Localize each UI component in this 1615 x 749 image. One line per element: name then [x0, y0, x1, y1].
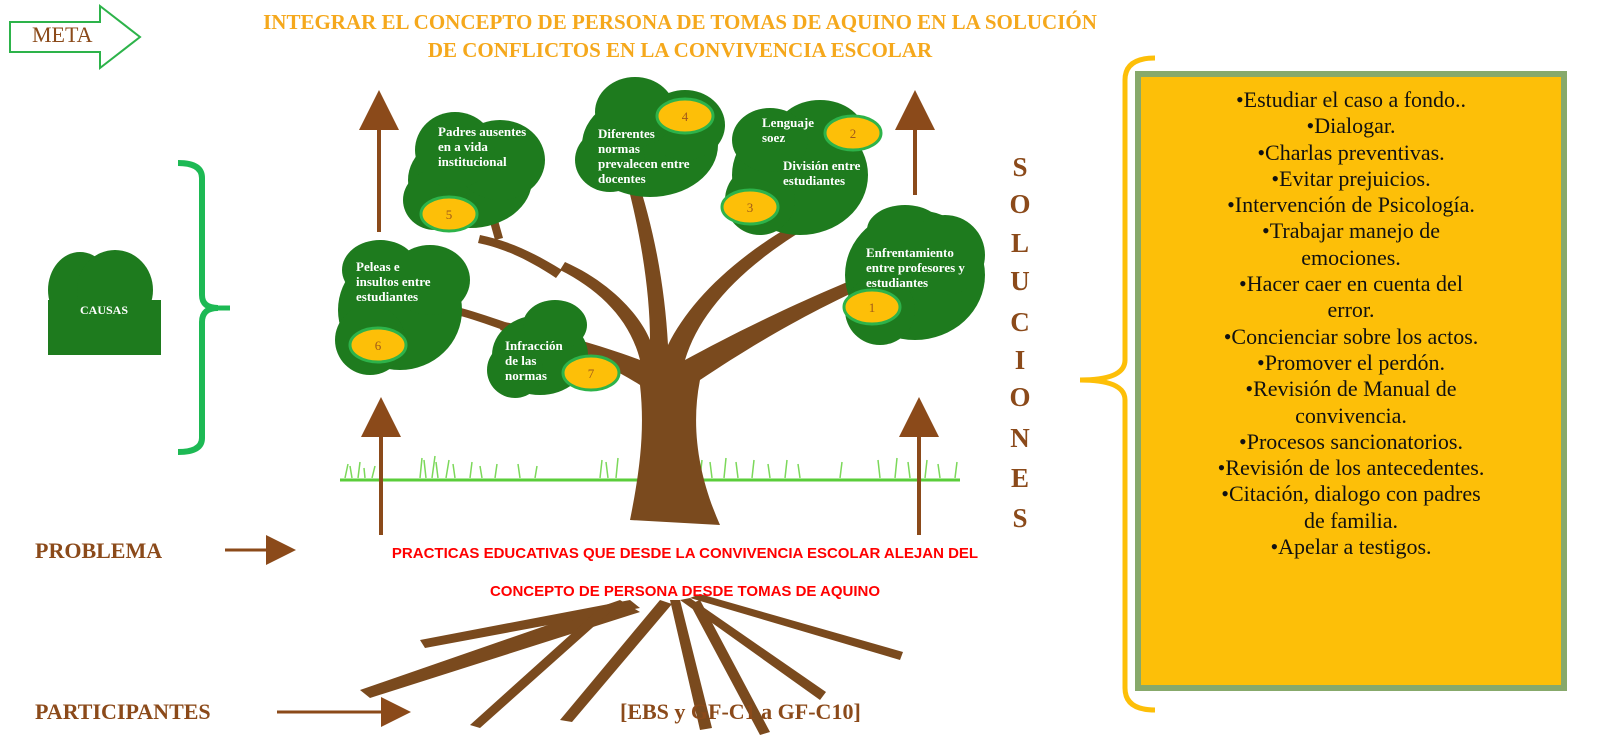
- badge-6-number: 6: [374, 338, 382, 353]
- solution-line: •Promover el perdón.: [1257, 349, 1445, 375]
- growth-arrows: [359, 90, 939, 535]
- cause-2-text: Lenguaje soez: [762, 115, 814, 145]
- solutions-box: •Estudiar el caso a fondo.. •Dialogar. •…: [1135, 71, 1567, 691]
- cause-6-text: Peleas e insultos entre estudiantes: [356, 259, 431, 304]
- participantes-text: [EBS y GF-C1 a GF-C10]: [620, 699, 861, 724]
- problema-text-line1: PRACTICAS EDUCATIVAS QUE DESDE LA CONVIV…: [391, 545, 979, 562]
- participantes-label: PARTICIPANTES: [35, 699, 211, 724]
- badge-3-number: 3: [746, 200, 754, 215]
- badge-7: [561, 354, 621, 392]
- soluciones-letter: U: [1010, 266, 1030, 296]
- causas-cloud: [48, 250, 161, 355]
- badge-2-number: 2: [849, 126, 857, 141]
- cause-3-text: División entre estudiantes: [783, 158, 861, 188]
- solution-line: emociones.: [1301, 244, 1401, 270]
- number-badges: [348, 97, 902, 392]
- soluciones-letter: L: [1010, 228, 1029, 258]
- solution-line: error.: [1327, 297, 1375, 323]
- badge-5-number: 5: [445, 207, 453, 222]
- badge-2: [823, 114, 883, 152]
- solutions-list: •Estudiar el caso a fondo.. •Dialogar. •…: [1141, 87, 1561, 560]
- soluciones-letter: O: [1009, 382, 1031, 412]
- solution-line: •Intervención de Psicología.: [1227, 192, 1475, 218]
- solution-line: convivencia.: [1295, 402, 1407, 428]
- badge-6: [348, 326, 408, 364]
- meta-arrow-icon: [9, 3, 142, 71]
- soluciones-letter: E: [1010, 463, 1029, 493]
- problema-text-line2: CONCEPTO DE PERSONA DESDE TOMAS DE AQUIN…: [489, 583, 881, 600]
- causas-label: CAUSAS: [79, 303, 128, 317]
- meta-title: INTEGRAR EL CONCEPTO DE PERSONA DE TOMAS…: [150, 8, 1210, 64]
- solution-line: •Charlas preventivas.: [1257, 139, 1445, 165]
- solution-line: •Citación, dialogo con padres: [1221, 481, 1481, 507]
- cause-1-text: Enfrentamiento entre profesores y estudi…: [866, 245, 965, 290]
- soluciones-letter: S: [1012, 503, 1028, 533]
- badge-5: [419, 195, 479, 233]
- meta-label: META: [32, 22, 93, 47]
- grass-tufts: [344, 455, 958, 479]
- badge-1-number: 1: [868, 300, 876, 315]
- solution-line: •Trabajar manejo de: [1262, 218, 1440, 244]
- solution-line: •Estudiar el caso a fondo..: [1235, 87, 1467, 112]
- solution-line: •Apelar a testigos.: [1270, 534, 1432, 560]
- cause-4-text: Diferentes normas prevalecen entre docen…: [598, 126, 690, 186]
- cause-7-text: Infracción de las normas: [505, 338, 563, 383]
- soluciones-letter: O: [1009, 189, 1031, 219]
- badge-4-number: 4: [681, 109, 689, 124]
- badge-7-number: 7: [587, 366, 595, 381]
- solution-line: •Hacer caer en cuenta del: [1239, 271, 1463, 297]
- soluciones-letter: S: [1012, 152, 1028, 182]
- cause-5-text: Padres ausentes en a vida institucional: [438, 124, 527, 169]
- problema-label: PROBLEMA: [35, 538, 163, 563]
- meta-title-line1: INTEGRAR EL CONCEPTO DE PERSONA DE TOMAS…: [263, 10, 1097, 34]
- badge-3: [720, 188, 780, 226]
- soluciones-letter: C: [1010, 307, 1030, 337]
- soluciones-letter: I: [1014, 345, 1026, 375]
- soluciones-letter: N: [1010, 423, 1030, 453]
- meta-title-line2: DE CONFLICTOS EN LA CONVIVENCIA ESCOLAR: [427, 38, 933, 62]
- solutions-bracket: [1079, 55, 1156, 713]
- badge-1: [842, 288, 902, 326]
- tree-roots: [360, 594, 903, 735]
- solution-line: •Revisión de Manual de: [1245, 376, 1457, 402]
- solution-line: •Dialogar.: [1306, 113, 1396, 139]
- solution-line: de familia.: [1303, 507, 1399, 533]
- badge-4: [655, 97, 715, 135]
- solution-line: •Revisión de los antecedentes.: [1217, 455, 1485, 481]
- label-arrows: [225, 535, 411, 727]
- solution-line: •Concienciar sobre los actos.: [1223, 323, 1479, 349]
- solution-line: •Procesos sancionatorios.: [1239, 428, 1463, 454]
- solution-line: •Evitar prejuicios.: [1271, 165, 1431, 191]
